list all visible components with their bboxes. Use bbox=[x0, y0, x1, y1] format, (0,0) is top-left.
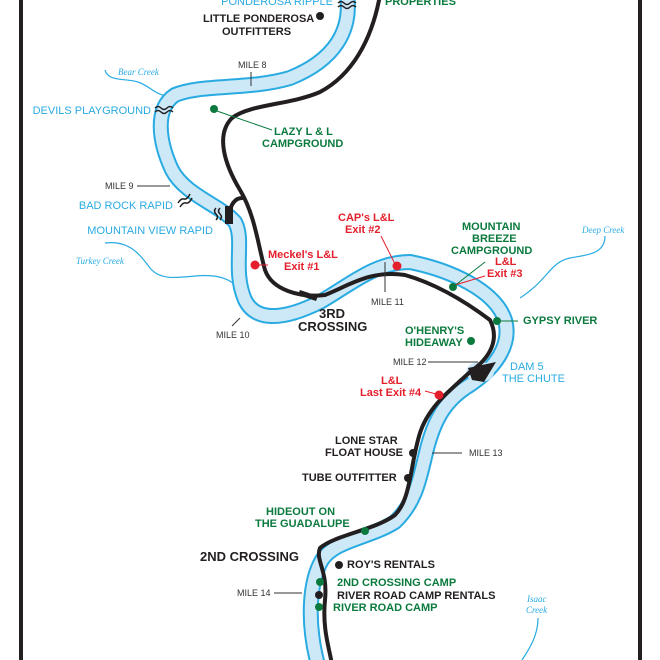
mile-8-label: MILE 8 bbox=[238, 60, 267, 70]
deep-creek bbox=[519, 235, 606, 299]
exit-dot[interactable] bbox=[434, 390, 444, 400]
leader-line bbox=[454, 275, 486, 286]
mile-tick bbox=[231, 317, 241, 327]
dam5-icon bbox=[468, 362, 496, 382]
exit-dot[interactable] bbox=[250, 260, 260, 270]
little-ponderosa-label-1: LITTLE PONDEROSA bbox=[203, 13, 314, 25]
ponderosa-ripple-label: PONDEROSA RIPPLE bbox=[221, 0, 333, 8]
exit-dot[interactable] bbox=[392, 261, 402, 271]
mile-12-label: MILE 12 bbox=[393, 357, 427, 367]
turkey-creek bbox=[104, 242, 239, 289]
isaac-creek-label-1: Isaac bbox=[526, 594, 547, 604]
dam5-label: DAM 5 bbox=[510, 361, 544, 373]
meckels-exit-label-2: Exit #1 bbox=[284, 261, 319, 273]
rapid-icon bbox=[337, 0, 357, 10]
roys-rentals-label: ROY'S RENTALS bbox=[347, 559, 435, 571]
campground-dot[interactable] bbox=[467, 337, 475, 345]
mile-10-label: MILE 10 bbox=[216, 330, 250, 340]
isaac-creek bbox=[521, 617, 539, 660]
leader-line bbox=[452, 261, 486, 288]
lazy-ll-label-2: CAMPGROUND bbox=[262, 138, 343, 150]
business-dot[interactable] bbox=[409, 449, 417, 457]
river-road-camp-label: RIVER ROAD CAMP bbox=[333, 602, 438, 614]
campground-dot[interactable] bbox=[316, 578, 324, 586]
lone-star-label-2: FLOAT HOUSE bbox=[325, 447, 403, 459]
isaac-creek-label-2: Creek bbox=[526, 605, 548, 615]
leader-line bbox=[213, 109, 273, 131]
devils-playground-label: DEVILS PLAYGROUND bbox=[33, 105, 151, 117]
campground-dot[interactable] bbox=[493, 317, 501, 325]
caps-exit-label-2: Exit #2 bbox=[345, 224, 380, 236]
ll-exit3-label-1: L&L bbox=[495, 256, 517, 268]
turkey-creek-label: Turkey Creek bbox=[76, 256, 125, 266]
mile-9-label: MILE 9 bbox=[105, 181, 134, 191]
ll-exit4-label-2: Last Exit #4 bbox=[360, 387, 422, 399]
gypsy-river-label: GYPSY RIVER bbox=[523, 315, 597, 327]
mountain-breeze-label-1: MOUNTAIN bbox=[462, 221, 521, 233]
low-water-crossing bbox=[225, 206, 233, 224]
mountain-view-rapid-label: MOUNTAIN VIEW RAPID bbox=[87, 225, 213, 237]
ohenry-label-1: O'HENRY'S bbox=[405, 325, 464, 337]
little-ponderosa-label-2: OUTFITTERS bbox=[222, 26, 291, 38]
bear-creek bbox=[104, 69, 169, 97]
business-dot[interactable] bbox=[315, 591, 323, 599]
the-chute-label: THE CHUTE bbox=[502, 373, 565, 385]
ll-exit4-label-1: L&L bbox=[381, 375, 403, 387]
mountain-breeze-label-3: CAMPGROUND bbox=[451, 245, 532, 257]
third-crossing-label-2: CROSSING bbox=[298, 319, 367, 334]
meckels-exit-label-1: Meckel's L&L bbox=[268, 249, 338, 261]
business-dot[interactable] bbox=[316, 12, 324, 20]
rapid-icon bbox=[213, 207, 223, 221]
lone-star-label-1: LONE STAR bbox=[335, 435, 398, 447]
second-crossing-label: 2ND CROSSING bbox=[200, 549, 299, 564]
properties-label: PROPERTIES bbox=[385, 0, 456, 8]
deep-creek-label: Deep Creek bbox=[581, 225, 625, 235]
mile-13-label: MILE 13 bbox=[469, 448, 503, 458]
mile-11-label: MILE 11 bbox=[371, 297, 404, 307]
caps-exit-label-1: CAP's L&L bbox=[338, 212, 395, 224]
business-dot[interactable] bbox=[404, 474, 412, 482]
bad-rock-rapid-label: BAD ROCK RAPID bbox=[79, 200, 173, 212]
lazy-ll-label-1: LAZY L & L bbox=[274, 126, 333, 138]
tube-outfitter-label: TUBE OUTFITTER bbox=[302, 472, 397, 484]
third-crossing-label-1: 3RD bbox=[319, 306, 345, 321]
business-dot[interactable] bbox=[335, 561, 343, 569]
leader-line bbox=[424, 390, 437, 395]
campground-dot[interactable] bbox=[210, 105, 218, 113]
mountain-breeze-label-2: BREEZE bbox=[472, 233, 517, 245]
campground-dot[interactable] bbox=[449, 283, 457, 291]
river-road-rentals-label: RIVER ROAD CAMP RENTALS bbox=[337, 590, 496, 602]
leader-line bbox=[380, 235, 397, 267]
rapid-icon bbox=[177, 193, 193, 208]
campground-dot[interactable] bbox=[315, 603, 323, 611]
ohenry-label-2: HIDEAWAY bbox=[405, 337, 463, 349]
guadalupe-river bbox=[152, 0, 515, 660]
ll-exit3-label-2: Exit #3 bbox=[487, 268, 522, 280]
third-crossing-bridge bbox=[298, 290, 318, 301]
second-crossing-camp-label: 2ND CROSSING CAMP bbox=[337, 577, 456, 589]
bear-creek-label: Bear Creek bbox=[118, 67, 160, 77]
campground-dot[interactable] bbox=[361, 527, 369, 535]
mile-14-label: MILE 14 bbox=[237, 588, 271, 598]
rapid-icon bbox=[154, 105, 174, 115]
hideout-label-1: HIDEOUT ON bbox=[266, 506, 335, 518]
hideout-label-2: THE GUADALUPE bbox=[255, 518, 350, 530]
